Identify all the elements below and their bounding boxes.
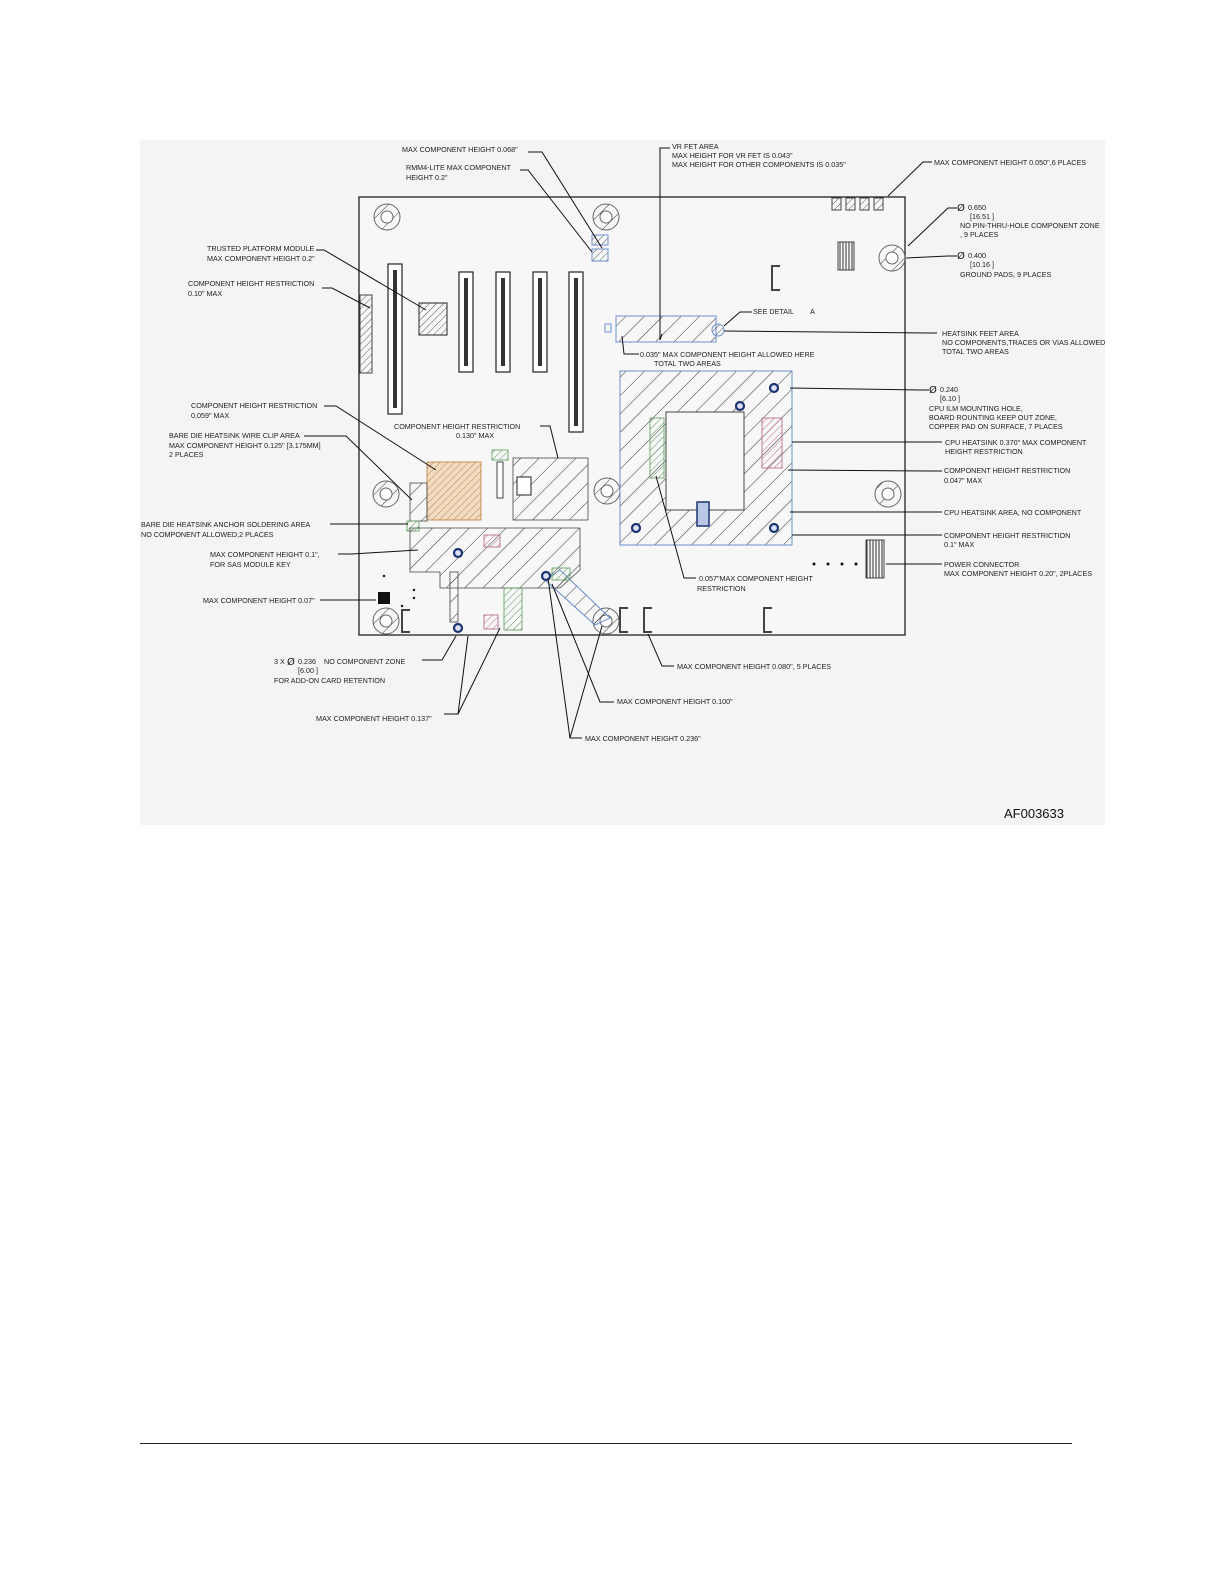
label-d240-3: CPU ILM MOUNTING HOLE, (929, 404, 1023, 413)
label-chr01-2: 0.1" MAX (944, 540, 974, 549)
label-clip-3: 2 PLACES (169, 450, 204, 459)
mounting-holes (372, 203, 906, 635)
label-chr130-1: COMPONENT HEIGHT RESTRICTION (394, 422, 520, 431)
label-d400-3: GROUND PADS, 9 PLACES (960, 270, 1052, 279)
label-max-0-236: MAX COMPONENT HEIGHT 0.236" (585, 734, 701, 743)
label-d650-3: NO PIN-THRU-HOLE COMPONENT ZONE (960, 221, 1100, 230)
board-keepout-diagram: MAX COMPONENT HEIGHT 0.068" RMM4-LITE MA… (141, 142, 1105, 821)
label-chr01-1: COMPONENT HEIGHT RESTRICTION (944, 531, 1070, 540)
bottom-edge-brackets (401, 607, 772, 633)
label-cpuhs-1: CPU HEATSINK 0.370" MAX COMPONENT (945, 438, 1087, 447)
label-cpuhs-2: HEIGHT RESTRICTION (945, 447, 1023, 456)
annotation-labels: MAX COMPONENT HEIGHT 0.068" RMM4-LITE MA… (141, 142, 1105, 821)
label-max057-1: 0.057"MAX COMPONENT HEIGHT (699, 574, 813, 583)
label-cpuhs-area: CPU HEATSINK AREA, NO COMPONENT (944, 508, 1082, 517)
pcie-slots (387, 263, 584, 433)
vr-fet-marker (604, 323, 612, 333)
leader-lines (304, 147, 957, 739)
diameter-symbol-400: Ø (957, 250, 965, 262)
label-tpm-2: MAX COMPONENT HEIGHT 0.2" (207, 254, 315, 263)
anchor-area-top (491, 449, 509, 461)
footer-rule (140, 1443, 1072, 1444)
label-anchor-2: NO COMPONENT ALLOWED,2 PLACES (141, 530, 274, 539)
cpu-keepout-area (619, 370, 793, 546)
label-rmm4-1: RMM4-LITE MAX COMPONENT (406, 163, 512, 172)
label-rmm4-2: HEIGHT 0.2" (406, 173, 448, 182)
label-chr047-2: 0.047" MAX (944, 476, 982, 485)
vr-fet-area (615, 315, 717, 343)
label-sas-1: MAX COMPONENT HEIGHT 0.1", (210, 550, 320, 559)
header-connector (516, 476, 532, 496)
label-clip-1: BARE DIE HEATSINK WIRE CLIP AREA (169, 431, 300, 440)
label-see-detail: SEE DETAIL (753, 307, 794, 316)
label-chr047-1: COMPONENT HEIGHT RESTRICTION (944, 466, 1070, 475)
label-d240-4: BOARD ROUNTING KEEP OUT ZONE, (929, 413, 1057, 422)
label-tpm-1: TRUSTED PLATFORM MODULE (207, 244, 314, 253)
label-vr-fet-1: VR FET AREA (672, 142, 719, 151)
label-chr130-2: 0.130" MAX (456, 431, 494, 440)
label-chr059-2: 0.059" MAX (191, 411, 229, 420)
label-d650-1: 0.650 (968, 203, 986, 212)
ground-pad-block (837, 241, 855, 271)
label-max035-1: 0.035" MAX COMPONENT HEIGHT ALLOWED HERE (640, 350, 815, 359)
label-hsfeet-3: TOTAL TWO AREAS (942, 347, 1009, 356)
label-max035-2: TOTAL TWO AREAS (654, 359, 721, 368)
label-max-0-050: MAX COMPONENT HEIGHT 0.050",6 PLACES (934, 158, 1086, 167)
max-0-07-component (378, 592, 390, 604)
label-hsfeet-1: HEATSINK FEET AREA (942, 329, 1019, 338)
label-chr010-1: COMPONENT HEIGHT RESTRICTION (188, 279, 314, 288)
clip-restriction-0-059 (409, 482, 428, 522)
label-d400-2: [10.16 ] (970, 260, 994, 269)
label-max-0-100: MAX COMPONENT HEIGHT 0.100" (617, 697, 733, 706)
label-anchor-1: BARE DIE HEATSINK ANCHOR SOLDERING AREA (141, 520, 310, 529)
label-addon-3: FOR ADD-ON CARD RETENTION (274, 676, 385, 685)
label-d650-4: , 9 PLACES (960, 230, 999, 239)
label-max057-2: RESTRICTION (697, 584, 746, 593)
label-max-0-07: MAX COMPONENT HEIGHT 0.07" (203, 596, 315, 605)
label-addon-zone: NO COMPONENT ZONE (324, 657, 406, 666)
label-d650-2: [16.51 ] (970, 212, 994, 221)
board-keepout-figure: MAX COMPONENT HEIGHT 0.068" RMM4-LITE MA… (140, 140, 1105, 825)
label-d240-2: [6.10 ] (940, 394, 960, 403)
label-see-detail-ref: A (810, 307, 815, 316)
detail-a-hole (711, 323, 725, 337)
left-edge-connector (359, 294, 373, 374)
label-vr-fet-3: MAX HEIGHT FOR OTHER COMPONENTS IS 0.035… (672, 160, 846, 169)
label-clip-2: MAX COMPONENT HEIGHT 0.125" [3.175MM] (169, 441, 321, 450)
diameter-symbol-650: Ø (957, 202, 965, 214)
label-addon-prefix: 3 X (274, 657, 285, 666)
label-max-0-137: MAX COMPONENT HEIGHT 0.137" (316, 714, 432, 723)
label-max-0-080: MAX COMPONENT HEIGHT 0.080", 5 PLACES (677, 662, 831, 671)
wire-clip-area (426, 461, 482, 521)
diameter-symbol-236: Ø (287, 656, 295, 668)
label-chr010-2: 0.10" MAX (188, 289, 222, 298)
label-hsfeet-2: NO COMPONENTS,TRACES OR VIAS ALLOWED HER… (942, 338, 1105, 347)
label-max-0-068: MAX COMPONENT HEIGHT 0.068" (402, 145, 518, 154)
power-connector (865, 539, 885, 579)
rmm4-lite-connector (591, 248, 609, 262)
label-d240-1: 0.240 (940, 385, 958, 394)
label-chr059-1: COMPONENT HEIGHT RESTRICTION (191, 401, 317, 410)
label-addon-dia: 0.236 (298, 657, 316, 666)
bracket-mark (771, 265, 780, 291)
label-power-1: POWER CONNECTOR (944, 560, 1019, 569)
label-power-2: MAX COMPONENT HEIGHT 0.20", 2PLACES (944, 569, 1092, 578)
figure-id: AF003633 (1004, 806, 1064, 821)
diameter-symbol-240: Ø (929, 384, 937, 396)
label-d400-1: 0.400 (968, 251, 986, 260)
label-sas-2: FOR SAS MODULE KEY (210, 560, 291, 569)
top-edge-connectors (831, 197, 884, 211)
sas-module-zone (409, 527, 611, 634)
label-d240-5: COPPER PAD ON SURFACE, 7 PLACES (929, 422, 1063, 431)
cpu-ilm-pad (696, 501, 710, 527)
label-vr-fet-2: MAX HEIGHT FOR VR FET IS 0.043" (672, 151, 793, 160)
clip-channel (496, 461, 504, 499)
label-addon-mm: [6.00 ] (298, 666, 318, 675)
